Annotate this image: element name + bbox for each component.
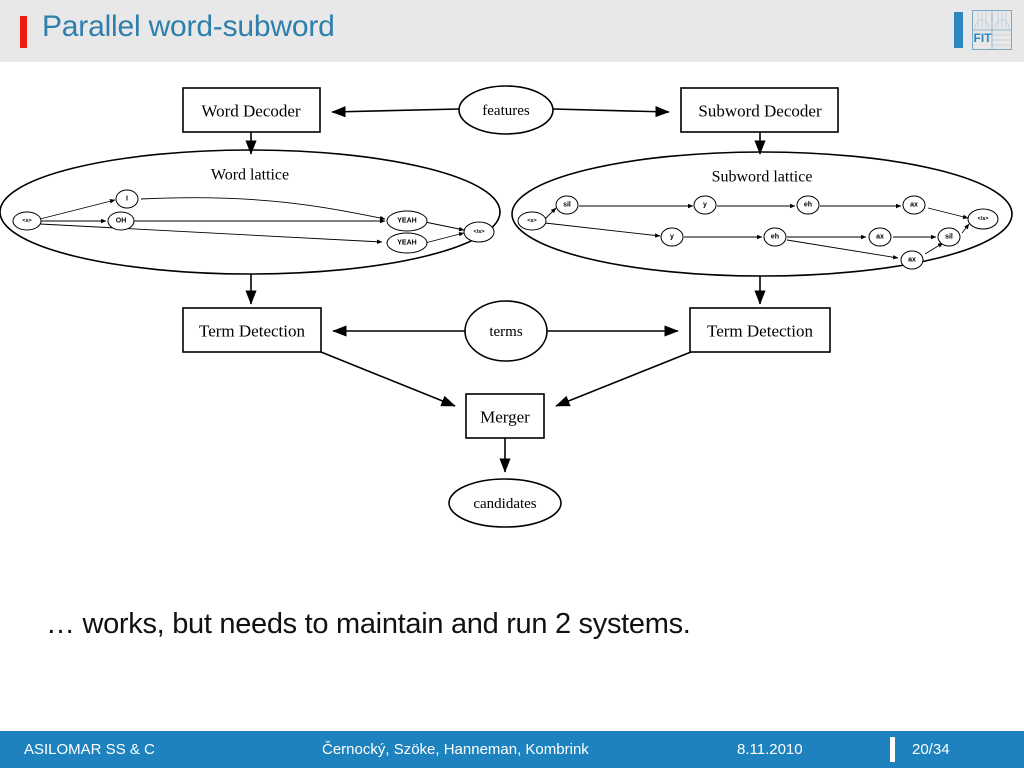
swl-node-eh-2	[763, 227, 787, 247]
swl-edge-sil2-to-end	[961, 223, 970, 234]
swl-node-ax-3	[900, 250, 924, 270]
footer-date: 8.11.2010	[737, 741, 803, 758]
fit-logo-text: FIT	[974, 31, 993, 45]
term-detection-right-box	[689, 307, 831, 353]
term-detection-left-label: Term Detection	[199, 322, 305, 341]
word-decoder-label: Word Decoder	[201, 102, 301, 121]
subword-lattice-title: Subword lattice	[712, 169, 813, 186]
swl-node-y-1-label: y	[703, 202, 707, 209]
swl-node-ax-1	[902, 195, 926, 215]
swl-node-eh-1-label: eh	[804, 202, 812, 209]
footer-separator	[890, 737, 895, 762]
features-ellipse	[458, 85, 554, 135]
swl-node-sil-1	[555, 195, 579, 215]
swl-node-start-label: <s>	[527, 218, 536, 224]
wl-node-yeah-1	[386, 210, 428, 232]
edge-features-to-subword-decoder	[552, 106, 670, 118]
edge-term-detection-left-to-merger	[320, 351, 456, 407]
footer-authors: Černocký, Szöke, Hanneman, Kombrink	[322, 741, 589, 758]
swl-edge-ax1-to-end	[927, 207, 969, 219]
candidates-ellipse	[448, 478, 562, 528]
wl-node-i	[115, 189, 139, 209]
swl-node-ax-2	[868, 227, 892, 247]
wl-edge-yeah2-to-end	[424, 232, 465, 244]
swl-edge-s-to-y2	[544, 222, 661, 238]
wl-node-oh-label: OH	[116, 218, 127, 225]
footer-page-number: 20/34	[912, 741, 950, 758]
swl-edge-eh2-to-ax3	[786, 239, 899, 260]
wl-edge-s-to-yeah2	[39, 223, 383, 244]
fit-logo: FIT	[932, 6, 1012, 54]
edge-features-to-word-decoder	[331, 106, 460, 118]
slide-caption: … works, but needs to maintain and run 2…	[46, 608, 691, 640]
swl-edge-s-to-sil	[544, 207, 557, 220]
swl-node-ax-1-label: ax	[910, 202, 918, 209]
term-detection-right-label: Term Detection	[707, 322, 813, 341]
title-accent-bar	[20, 16, 27, 48]
swl-node-ax-2-label: ax	[876, 234, 884, 241]
subword-lattice-ellipse	[511, 151, 1013, 277]
terms-label: terms	[489, 324, 522, 340]
slide-footer: ASILOMAR SS & C Černocký, Szöke, Hannema…	[0, 731, 1024, 768]
swl-node-y-2-label: y	[670, 234, 674, 241]
parallel-word-subword-diagram: features Word Decoder Subword Decoder Wo…	[0, 62, 1024, 582]
swl-node-eh-2-label: eh	[771, 234, 779, 241]
swl-node-end	[967, 208, 999, 230]
wl-node-yeah-1-label: YEAH	[397, 218, 416, 225]
word-lattice-ellipse	[0, 149, 501, 275]
wl-node-yeah-2-label: YEAH	[397, 240, 416, 247]
candidates-label: candidates	[473, 496, 536, 512]
subword-decoder-box	[680, 87, 839, 133]
swl-node-eh-1	[796, 195, 820, 215]
wl-node-end-label: </s>	[473, 229, 484, 235]
term-detection-left-box	[182, 307, 322, 353]
wl-node-oh	[107, 211, 135, 231]
wl-node-start	[12, 211, 42, 231]
swl-node-y-1	[693, 195, 717, 215]
swl-node-start	[517, 211, 547, 231]
swl-node-ax-3-label: ax	[908, 257, 916, 264]
wl-node-i-label: I	[126, 196, 128, 203]
fit-logo-mark: FIT	[972, 10, 1012, 50]
swl-node-sil-1-label: sil	[563, 202, 571, 209]
features-label: features	[482, 103, 530, 119]
footer-conference: ASILOMAR SS & C	[24, 741, 155, 758]
word-decoder-box	[182, 87, 321, 133]
swl-edge-ax3-to-sil2	[924, 242, 944, 255]
page-title: Parallel word-subword	[42, 10, 335, 43]
swl-node-sil-2	[937, 227, 961, 247]
swl-node-y-2	[660, 227, 684, 247]
wl-edge-i-to-yeah1	[140, 197, 386, 221]
swl-node-sil-2-label: sil	[945, 234, 953, 241]
wl-node-yeah-2	[386, 232, 428, 254]
wl-node-end	[463, 221, 495, 243]
wl-node-start-label: <s>	[22, 218, 31, 224]
edge-term-detection-right-to-merger	[555, 351, 692, 407]
subword-decoder-label: Subword Decoder	[698, 102, 822, 121]
wl-edge-yeah1-to-end	[424, 221, 465, 232]
swl-node-end-label: </s>	[977, 216, 988, 222]
logo-accent-bar	[954, 12, 963, 48]
word-lattice-title: Word lattice	[211, 167, 289, 184]
slide-header: Parallel word-subword FIT	[0, 0, 1024, 62]
merger-label: Merger	[480, 408, 530, 427]
wl-edge-s-to-i	[39, 199, 116, 220]
